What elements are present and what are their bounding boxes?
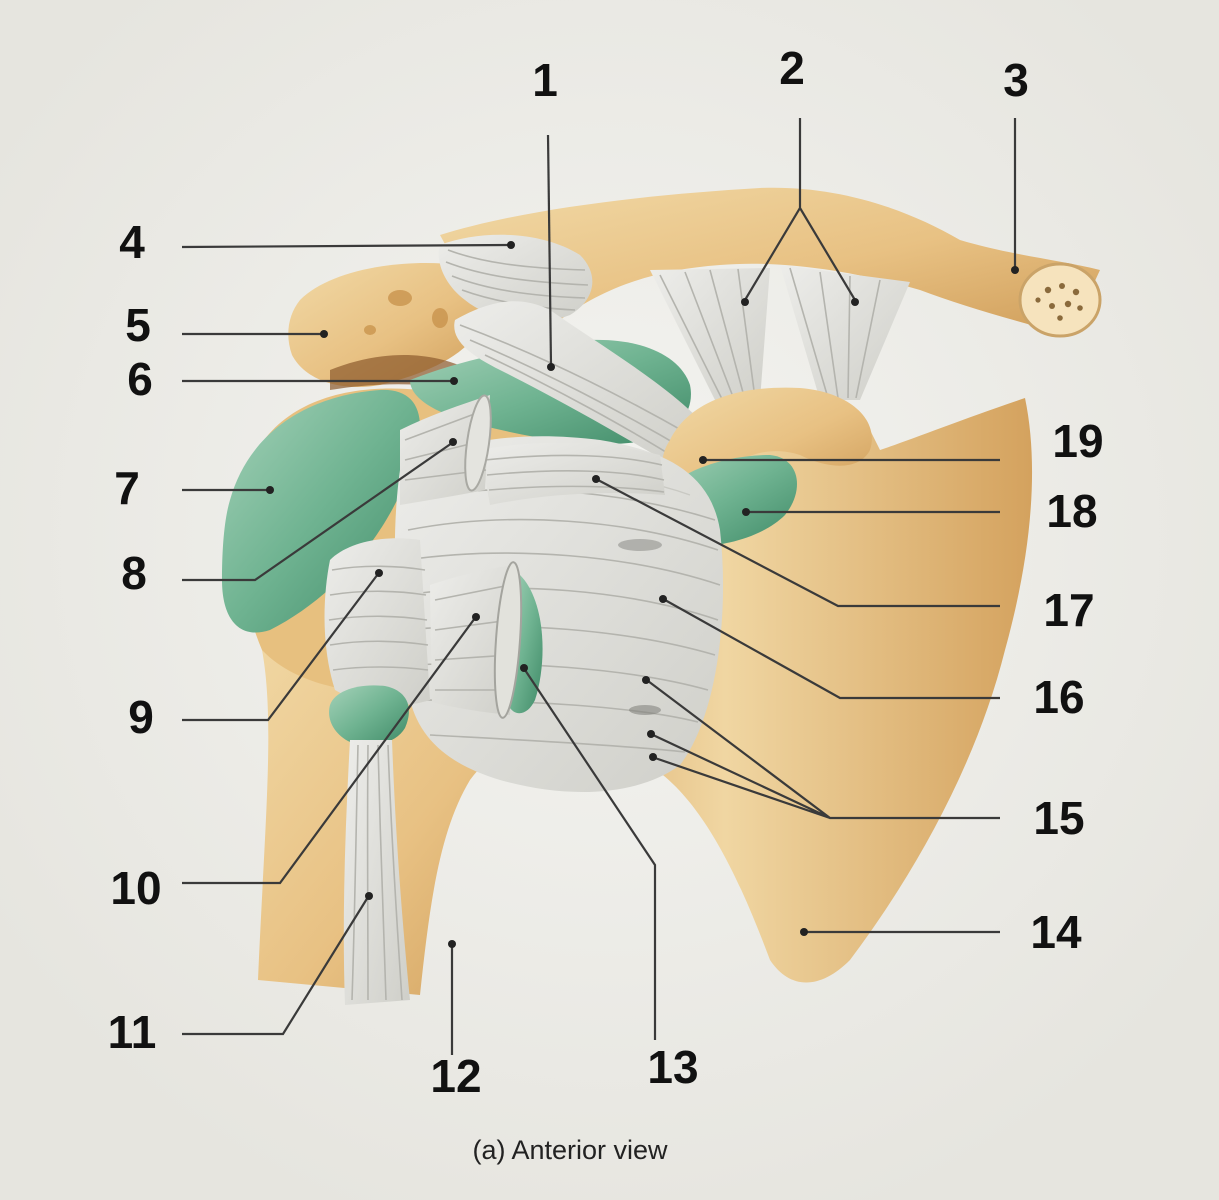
- label-3: 3: [1003, 54, 1029, 106]
- coracoacromial-fibers: [459, 324, 691, 463]
- label-12: 12: [430, 1050, 481, 1102]
- capsule-fold-1: [618, 539, 662, 551]
- label-11: 11: [108, 1006, 157, 1058]
- biceps-sheath: [329, 685, 409, 745]
- transverse-humeral-ligament: [324, 538, 430, 706]
- label-1: 1: [532, 54, 558, 106]
- label-10: 10: [110, 862, 161, 914]
- conoid-ligament: [780, 265, 910, 400]
- label-2: 2: [779, 42, 805, 94]
- acromion-texture: [364, 290, 448, 335]
- label-4: 4: [119, 216, 145, 268]
- capsule-fold-2: [629, 705, 661, 715]
- figure-caption: (a) Anterior view: [472, 1135, 668, 1165]
- label-17: 17: [1043, 584, 1094, 636]
- leader-lines: [181, 118, 1019, 1055]
- label-9: 9: [128, 691, 154, 743]
- label-5: 5: [125, 299, 151, 351]
- subscapularis-tendon-lower: [430, 565, 515, 715]
- label-19: 19: [1052, 415, 1103, 467]
- label-6: 6: [127, 353, 153, 405]
- subscapularis-cut-end: [493, 561, 523, 719]
- label-18: 18: [1046, 485, 1097, 537]
- coracoclavicular-fibers: [659, 267, 881, 406]
- label-16: 16: [1033, 671, 1084, 723]
- label-15: 15: [1033, 792, 1084, 844]
- label-7: 7: [114, 462, 140, 514]
- acromion: [288, 263, 491, 387]
- label-8: 8: [121, 547, 147, 599]
- subscapularis-fibers: [484, 454, 665, 493]
- label-13: 13: [647, 1041, 698, 1093]
- clavicle: [440, 187, 1100, 335]
- supraspinatus-cut-end: [464, 394, 492, 492]
- greater-tubercle-cartilage: [222, 389, 420, 633]
- label-14: 14: [1030, 906, 1082, 958]
- clavicle-cut-end: [1018, 262, 1102, 338]
- clavicle-marrow: [1035, 283, 1083, 321]
- biceps-long-head-tendon: [343, 740, 410, 1005]
- transverse-humeral-fibers: [328, 565, 429, 671]
- coracoacromial-ligament: [454, 301, 700, 470]
